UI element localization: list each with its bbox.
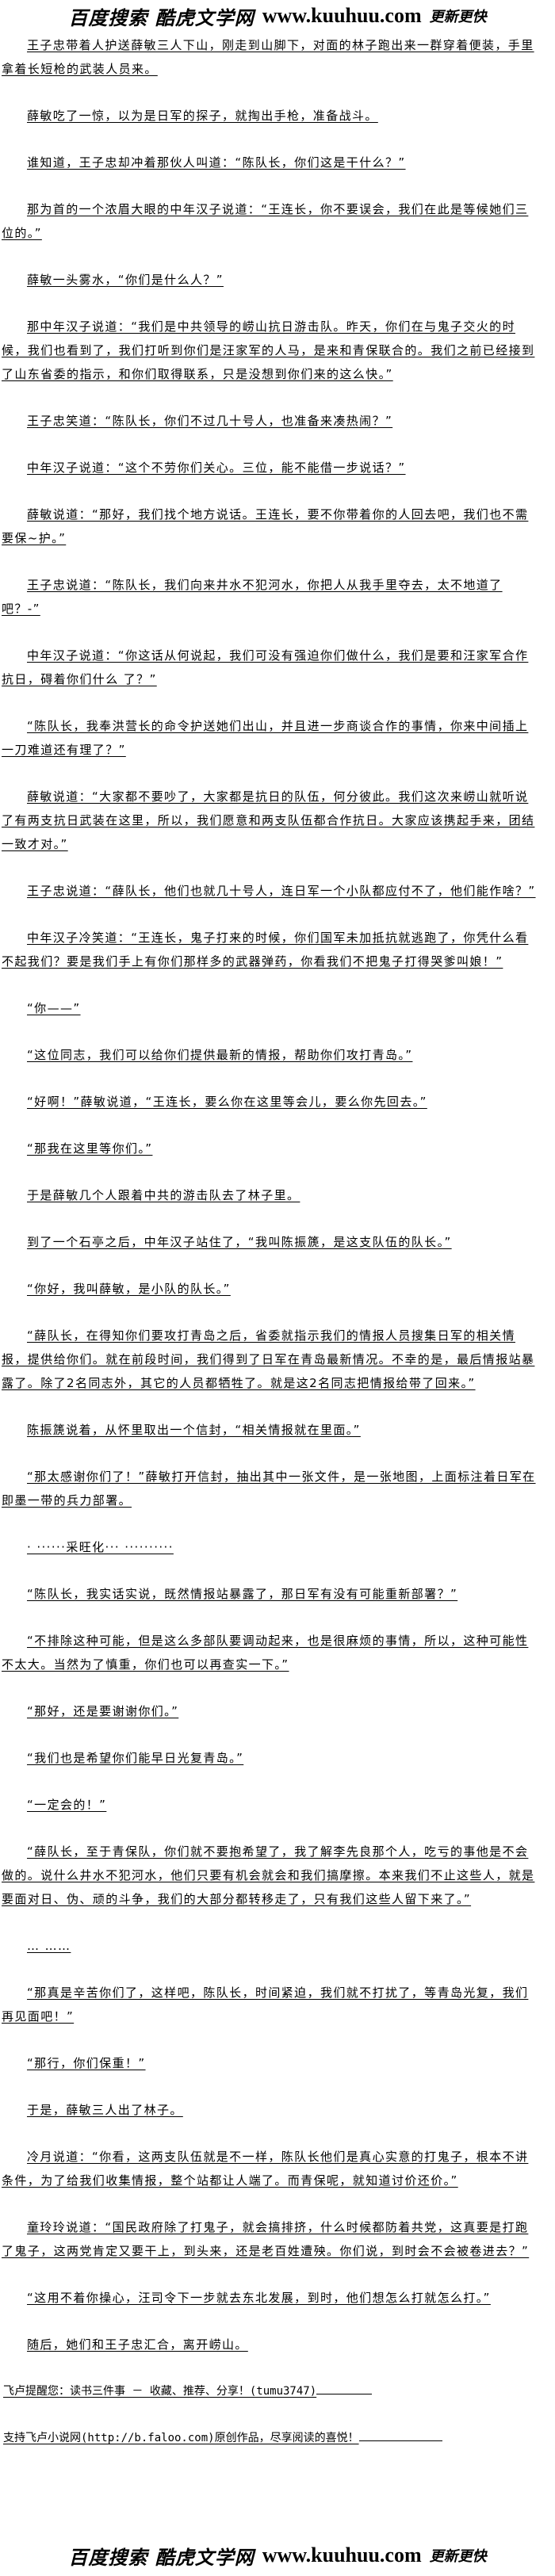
paragraph: “薛队长，至于青保队，你们就不要抱希望了，我了解李先良那个人，吃亏的事他是不会做… [2,1844,535,1906]
paragraph: 王子忠说道：“薛队长，他们也就几十号人，连日军一个小队都应付不了，他们能作啥？” [27,884,536,898]
paragraph: “不排除这种可能，但是这么多部队要调动起来，也是很麻烦的事情，所以，这种可能性不… [2,1634,529,1672]
paragraph: “你——” [27,1001,81,1015]
paragraph: 王子忠笑道：“陈队长，你们不过几十号人，也准备来凑热闹？” [27,414,393,428]
banner-tagline: 更新更快 [429,2548,487,2565]
banner-url-link[interactable]: www.kuuhuu.com [262,2544,422,2566]
paragraph: “你好，我叫薛敏，是小队的队长。” [27,1282,231,1296]
paragraph: “那我在这里等你们。” [27,1141,153,1156]
footer-reminder-text: 飞卢提醒您：读书三件事 － 收藏、推荐、分享！(tumu3747) [3,2385,317,2398]
bottom-banner: 百度搜索 酷虎文学网 www.kuuhuu.com 更新更快 [0,2540,555,2571]
paragraph: 那中年汉子说道：“我们是中共领导的崂山抗日游击队。昨天，你们在与鬼子交火的时候，… [2,319,535,381]
paragraph: 于是，薛敏三人出了林子。 [27,2103,183,2117]
paragraph: 薛敏说道：“大家都不要吵了，大家都是抗日的队伍，何分彼此。我们这次来崂山就听说了… [2,789,535,851]
underline-filler [358,2440,442,2441]
paragraph: 薛敏说道：“那好，我们找个地方说话。王连长，要不你带着你的人回去吧，我们也不需要… [2,507,529,545]
footer-support-text[interactable]: 支持飞卢小说网(http://b.faloo.com)原创作品，尽享阅读的喜悦！ [3,2432,359,2444]
paragraph: 于是薛敏几个人跟着中共的游击队去了林子里。 [27,1188,300,1202]
paragraph: “陈队长，我奉洪营长的命令护送她们出山，并且进一步商谈合作的事情，你来中间插上一… [2,719,529,757]
paragraph: “这位同志，我们可以给你们提供最新的情报，帮助你们攻打青岛。” [27,1048,413,1062]
paragraph: 中年汉子说道：“你这话从何说起，我们可没有强迫你们做什么，我们是要和汪家军合作抗… [2,648,529,686]
paragraph: 冷月说道：“你看，这两支队伍就是不一样，陈队长他们是真心实意的打鬼子，根本不讲条… [2,2150,529,2188]
banner-site-name: 百度搜索 酷虎文学网 [68,6,255,29]
footer-support[interactable]: 支持飞卢小说网(http://b.faloo.com)原创作品，尽享阅读的喜悦！ [2,2426,541,2450]
paragraph: 随后，她们和王子忠汇合，离开崂山。 [27,2337,248,2352]
paragraph: 中年汉子冷笑道：“王连长，鬼子打来的时候，你们国军未加抵抗就逃跑了，你凭什么看不… [2,931,529,969]
banner-tagline: 更新更快 [429,9,487,25]
paragraph: 陈振篪说着，从怀里取出一个信封，“相关情报就在里面。” [27,1423,361,1437]
paragraph: “薛队长，在得知你们要攻打青岛之后，省委就指示我们的情报人员搜集日军的相关情报，… [2,1328,535,1390]
banner-site-name: 百度搜索 酷虎文学网 [68,2545,255,2569]
footer: 飞卢提醒您：读书三件事 － 收藏、推荐、分享！(tumu3747) 支持飞卢小说… [0,2379,555,2450]
paragraph: … …… [27,1939,71,1953]
paragraph: “那真是辛苦你们了，这样吧，陈队长，时间紧迫，我们就不打扰了，等青岛光复，我们再… [2,1986,529,2024]
paragraph: “这用不着你操心，汪司令下一步就去东北发展，到时，他们想怎么打就怎么打。” [27,2291,491,2305]
paragraph: “那好，还是要谢谢你们。” [27,1704,179,1718]
chapter-body: 王子忠带着人护送薛敏三人下山，刚走到山脚下，对面的林子跑出来一群穿着便装，手里拿… [0,33,555,2356]
paragraph: 王子忠说道：“陈队长，我们向来井水不犯河水，你把人从我手里夺去，太不地道了吧？-… [2,578,503,616]
footer-reminder: 飞卢提醒您：读书三件事 － 收藏、推荐、分享！(tumu3747) [2,2379,541,2403]
paragraph: 王子忠带着人护送薛敏三人下山，刚走到山脚下，对面的林子跑出来一群穿着便装，手里拿… [2,38,534,76]
top-banner: 百度搜索 酷虎文学网 www.kuuhuu.com 更新更快 [0,0,555,32]
paragraph: “那太感谢你们了！”薛敏打开信封，抽出其中一张文件，是一张地图，上面标注着日军在… [2,1470,536,1508]
paragraph: “好啊！”薛敏说道，“王连长，要么你在这里等会儿，要么你先回去。” [27,1095,427,1109]
paragraph: “我们也是希望你们能早日光复青岛。” [27,1751,244,1765]
paragraph: “一定会的！” [27,1798,107,1812]
paragraph: 童玲玲说道：“国民政府除了打鬼子，就会搞排挤，什么时候都防着共党，这真要是打跑了… [2,2220,530,2258]
paragraph: 薛敏一头雾水，“你们是什么人？” [27,273,224,287]
paragraph: “陈队长，我实话实说，既然情报站暴露了，那日军有没有可能重新部署？” [27,1587,458,1601]
paragraph: 谁知道，王子忠却冲着那伙人叫道：“陈队长，你们这是干什么？” [27,155,406,170]
paragraph: 薛敏吃了一惊，以为是日军的探子，就掏出手枪，准备战斗。 [27,109,378,123]
paragraph: 到了一个石亭之后，中年汉子站住了，“我叫陈振篪，是这支队伍的队长。” [27,1235,452,1249]
paragraph: 中年汉子说道：“这个不劳你们关心。三位，能不能借一步说话？” [27,461,406,475]
paragraph: “那行，你们保重！” [27,2056,146,2070]
paragraph: 那为首的一个浓眉大眼的中年汉子说道：“王连长，你不要误会，我们在此是等候她们三位… [2,202,529,240]
paragraph: · ······采旺化··· ·········· [27,1540,174,1554]
banner-url-link[interactable]: www.kuuhuu.com [262,4,422,27]
